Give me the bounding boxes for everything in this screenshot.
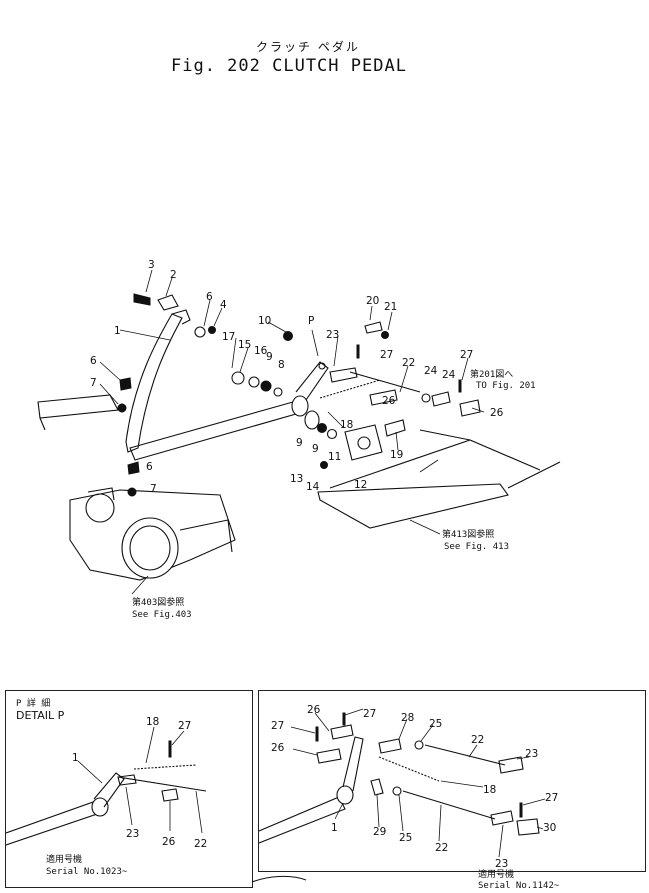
- detail-left-box: P 詳 細 DETAIL P 18 27 1 23 26 22 適用号機 Ser…: [5, 690, 253, 888]
- detail-left-jp-heading: P 詳 細: [16, 699, 51, 709]
- detail-left-label-23: 23: [126, 828, 139, 840]
- detail-right-label-23a: 23: [525, 748, 538, 760]
- ref-fig201-en: TO Fig. 201: [476, 381, 536, 391]
- ref-fig403-jp: 第403図参照: [132, 598, 185, 608]
- ref-fig413-jp: 第413図参照: [442, 530, 495, 540]
- label-21: 21: [384, 301, 397, 313]
- bottom-stroke: [251, 875, 307, 883]
- label-13: 13: [290, 473, 303, 485]
- label-9a: 9: [266, 351, 273, 363]
- label-18: 18: [340, 419, 353, 431]
- label-22: 22: [402, 357, 415, 369]
- detail-right-serial-jp: 適用号機: [478, 870, 515, 880]
- small-parts: [117, 293, 481, 497]
- label-24: 24: [442, 369, 456, 381]
- detail-right-label-26b: 26: [271, 742, 285, 754]
- detail-right-label-27a: 27: [363, 708, 376, 720]
- label-14: 14: [306, 481, 320, 493]
- pedal-arm: [125, 309, 191, 453]
- detail-right-label-23b: 23: [495, 858, 508, 870]
- frame-panel-left: [37, 394, 119, 431]
- label-10: 10: [258, 315, 271, 327]
- label-p: P: [308, 315, 314, 327]
- label-19: 19: [390, 449, 403, 461]
- label-16: 16: [254, 345, 268, 357]
- label-8a: 8: [278, 359, 285, 371]
- floor-plate: [317, 429, 561, 529]
- label-23: 23: [326, 329, 339, 341]
- detail-right-label-27c: 27: [545, 792, 558, 804]
- label-27a: 27: [380, 349, 393, 361]
- label-26b: 26: [490, 407, 504, 419]
- detail-left-label-27: 27: [178, 720, 191, 732]
- label-6a: 6: [90, 355, 97, 367]
- cross-shaft: [129, 395, 309, 461]
- label-9c: 9: [312, 443, 319, 455]
- detail-right-label-22b: 22: [435, 842, 448, 854]
- detail-left-serial: Serial No.1023~: [46, 867, 128, 877]
- detail-left-label-18: 18: [146, 716, 159, 728]
- label-5: 6: [206, 291, 213, 303]
- label-9b: 9: [296, 437, 303, 449]
- label-12: 12: [354, 479, 367, 491]
- main-part-labels: 3 2 6 4 1 6 7 10 17 15 16 9 8 P 23 20 21…: [90, 259, 504, 495]
- detail-right-label-26a: 26: [307, 704, 321, 716]
- ref-fig201-jp: 第201図へ: [470, 370, 514, 380]
- detail-right-label-1: 1: [331, 822, 338, 834]
- detail-right-box: 26 27 27 28 25 22 26 23 18 1 29 25 22 23…: [258, 690, 646, 872]
- ref-fig403-en: See Fig.403: [132, 610, 192, 620]
- label-15: 15: [238, 339, 251, 351]
- label-7b: 7: [150, 483, 157, 495]
- detail-left-serial-jp: 適用号機: [46, 855, 83, 865]
- transmission-housing: [69, 487, 236, 581]
- label-1: 1: [114, 325, 121, 337]
- rod-22: [349, 371, 421, 393]
- label-2: 2: [170, 269, 177, 281]
- detail-left-label-1: 1: [72, 752, 79, 764]
- detail-left-label-22: 22: [194, 838, 207, 850]
- label-17: 17: [222, 331, 235, 343]
- leader-lines: [99, 269, 485, 595]
- label-3: 3: [148, 259, 155, 271]
- label-6b: 6: [146, 461, 153, 473]
- label-4: 4: [220, 299, 227, 311]
- detail-right-label-25a: 25: [429, 718, 442, 730]
- page-title: Fig. 202 CLUTCH PEDAL: [171, 56, 407, 76]
- label-26a: 26: [382, 395, 396, 407]
- detail-right-serial: Serial No.1142~: [478, 881, 560, 891]
- label-20: 20: [366, 295, 379, 307]
- detail-right-label-27b: 27: [271, 720, 284, 732]
- detail-right-drawing: 26 27 27 28 25 22 26 23 18 1 29 25 22 23…: [259, 704, 558, 870]
- detail-left-label-26: 26: [162, 836, 176, 848]
- detail-right-label-25b: 25: [399, 832, 412, 844]
- detail-right-label-18: 18: [483, 784, 496, 796]
- ref-fig413-en: See Fig. 413: [444, 542, 510, 552]
- detail-right-label-30: 30: [543, 822, 556, 834]
- label-27b: 27: [460, 349, 473, 361]
- lever: [295, 361, 329, 401]
- label-11: 11: [328, 451, 341, 463]
- detail-right-label-28: 28: [401, 712, 414, 724]
- detail-right-label-29: 29: [373, 826, 386, 838]
- detail-left-drawing: 18 27 1 23 26 22: [6, 716, 207, 850]
- label-7a: 7: [90, 377, 97, 389]
- label-25: 24: [424, 365, 438, 377]
- japanese-title: クラッチ ペダル: [256, 40, 360, 54]
- detail-left-heading: DETAIL P: [16, 709, 65, 722]
- detail-right-label-22a: 22: [471, 734, 484, 746]
